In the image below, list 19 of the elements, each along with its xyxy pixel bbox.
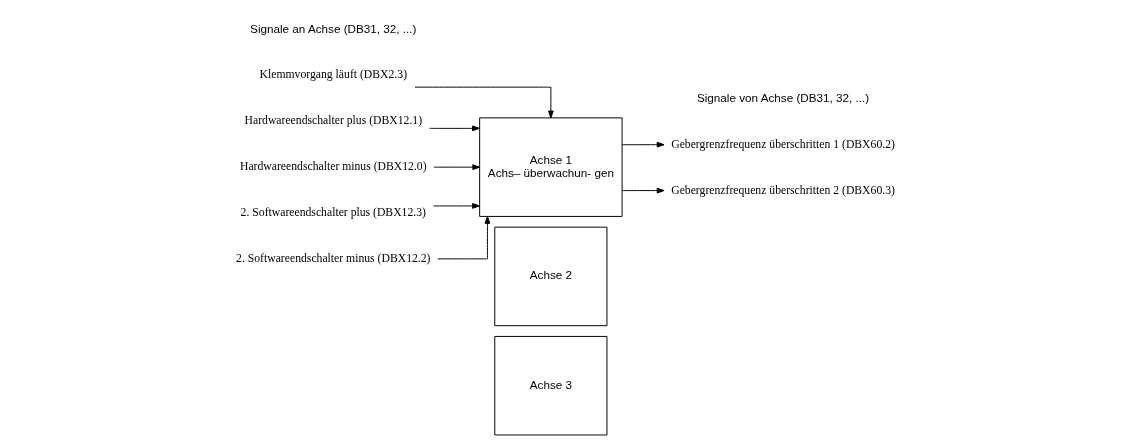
node-text: Gebergrenzfrequenz überschritten 1 (DBX60.2) bbox=[670, 137, 895, 151]
arrow bbox=[621, 141, 664, 148]
node-box: Achse 3 bbox=[493, 335, 607, 436]
node-text: 2. Softwareendschalter plus (DBX12.3) bbox=[240, 206, 426, 220]
node-box: Achse 1 Achs– überwachun- gen bbox=[478, 117, 623, 217]
arrow bbox=[436, 216, 490, 260]
node-text: Hardwareendschalter plus (DBX12.1) bbox=[244, 114, 422, 128]
node-text: Klemmvorgang läuft (DBX2.3) bbox=[259, 68, 407, 82]
label: Signale von Achse (DB31, 32, ...) bbox=[696, 90, 869, 104]
arrow bbox=[428, 125, 480, 132]
arrow bbox=[413, 86, 554, 119]
node-box: Achse 2 bbox=[493, 226, 607, 327]
arrow bbox=[432, 203, 480, 209]
node-text: 2. Softwareendschalter minus (DBX12.2) bbox=[235, 251, 431, 265]
node-text: Gebergrenzfrequenz überschritten 2 (DBX60.3) bbox=[670, 183, 895, 197]
arrow bbox=[621, 187, 664, 194]
node-text: Hardwareendschalter minus (DBX12.0) bbox=[239, 160, 427, 174]
label: Signale an Achse (DB31, 32, ...) bbox=[249, 21, 416, 35]
arrow bbox=[432, 164, 480, 171]
